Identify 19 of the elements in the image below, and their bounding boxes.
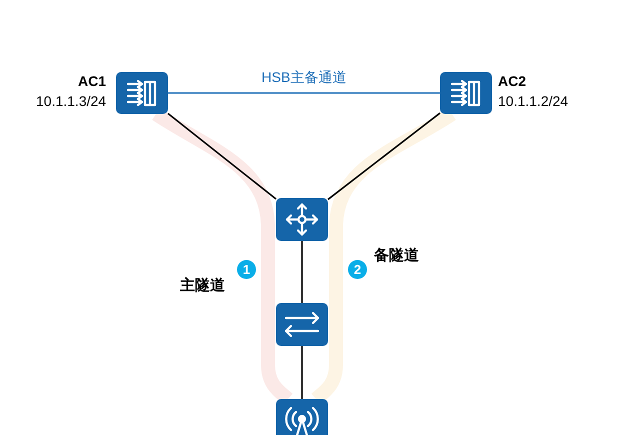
device-name: AC1 — [78, 73, 106, 89]
ip-address: 10.1.1.3/24 — [36, 93, 106, 109]
edge-label: HSB主备通道 — [260, 69, 348, 87]
number-badge: 2 — [348, 260, 367, 279]
tunnel-label: 主隧道 — [180, 276, 225, 295]
connector-line — [168, 92, 440, 94]
connector-line — [301, 241, 303, 303]
router-icon — [276, 198, 328, 241]
connector-line — [328, 112, 440, 200]
access-point-icon — [276, 399, 328, 435]
switch-icon — [276, 303, 328, 346]
device-name: AC2 — [498, 73, 526, 89]
access-controller-icon — [440, 72, 492, 114]
tunnel-label: 备隧道 — [374, 246, 419, 265]
access-controller-icon — [116, 72, 168, 114]
connector-line — [168, 112, 276, 200]
ip-address: 10.1.1.2/24 — [498, 93, 568, 109]
number-badge: 1 — [237, 260, 256, 279]
connector-line — [301, 346, 303, 399]
